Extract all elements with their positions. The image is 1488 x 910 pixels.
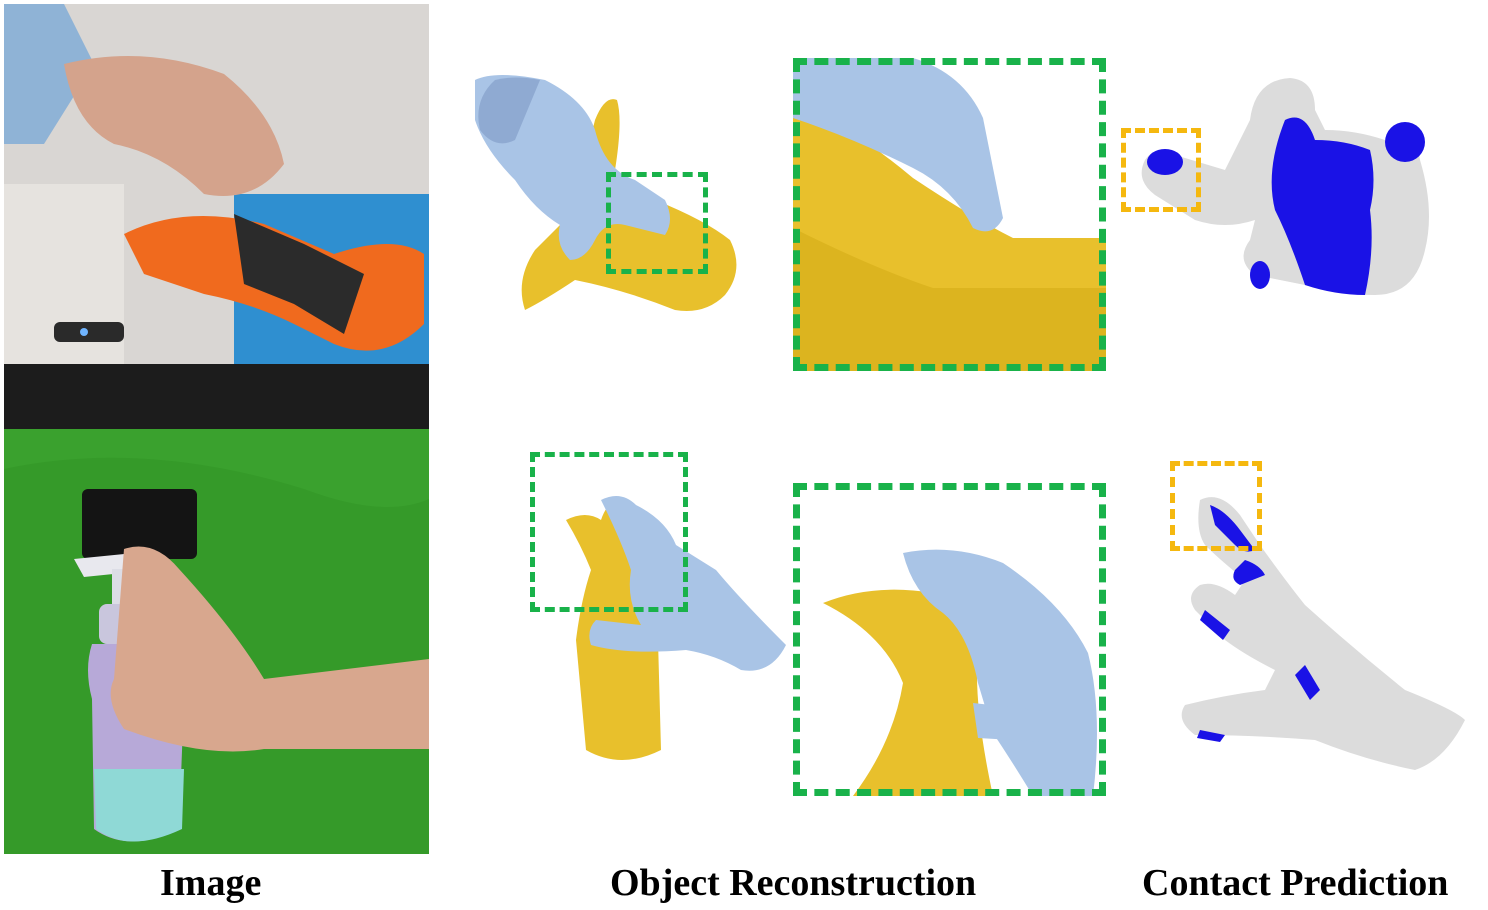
caption-image: Image [160,862,262,904]
contact-drill [1115,70,1455,310]
reconstruction-bottle [526,450,796,770]
photo-bottle [4,429,429,854]
zoom-inset-drill [793,58,1106,371]
zoom-box-drill-small [606,172,708,274]
caption-object-reconstruction: Object Reconstruction [610,862,977,904]
photo-drill [4,4,429,429]
zoom-inset-bottle [793,483,1106,796]
contact-box-bottle [1170,461,1262,551]
caption-contact-prediction: Contact Prediction [1142,862,1449,904]
zoom-box-bottle-small [530,452,688,612]
zoom-box-bottle-large [793,483,1106,796]
reconstruction-drill [455,60,755,330]
zoom-box-drill-large [793,58,1106,371]
contact-box-drill [1121,128,1201,212]
contact-bottle [1165,460,1475,780]
